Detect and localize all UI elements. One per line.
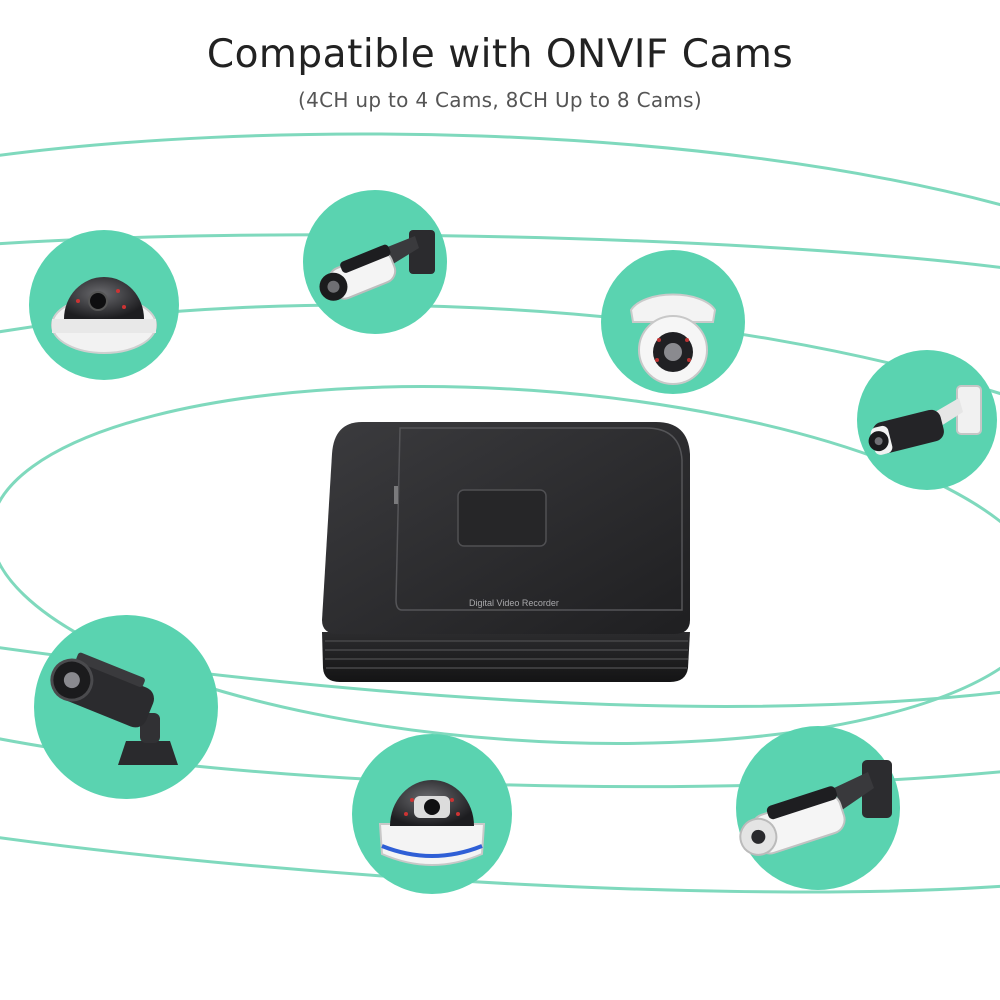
camera-bubble bbox=[857, 350, 997, 490]
bullet-camera-icon bbox=[319, 230, 435, 301]
bullet-camera-icon bbox=[868, 385, 982, 455]
orbit-line bbox=[0, 836, 1000, 894]
dome-camera-icon bbox=[51, 277, 157, 354]
camera-bubble bbox=[352, 734, 512, 894]
camera-bubble bbox=[29, 230, 179, 380]
page-subtitle: (4CH up to 4 Cams, 8CH Up to 8 Cams) bbox=[298, 88, 702, 112]
orbit-line bbox=[0, 385, 1000, 745]
bullet-camera-icon bbox=[739, 760, 892, 856]
page-title: Compatible with ONVIF Cams bbox=[206, 32, 794, 77]
turret-camera-icon bbox=[629, 293, 717, 385]
bullet-camera-icon bbox=[50, 652, 178, 765]
camera-bubble bbox=[34, 615, 218, 799]
dvr-device: Digital Video Recorder bbox=[322, 422, 690, 682]
camera-bubble bbox=[601, 250, 745, 394]
dome-camera-icon bbox=[378, 780, 486, 866]
camera-bubble bbox=[303, 190, 447, 334]
orbit-line bbox=[0, 132, 1000, 207]
camera-bubble bbox=[736, 726, 900, 890]
recorder-label: Digital Video Recorder bbox=[469, 598, 559, 608]
